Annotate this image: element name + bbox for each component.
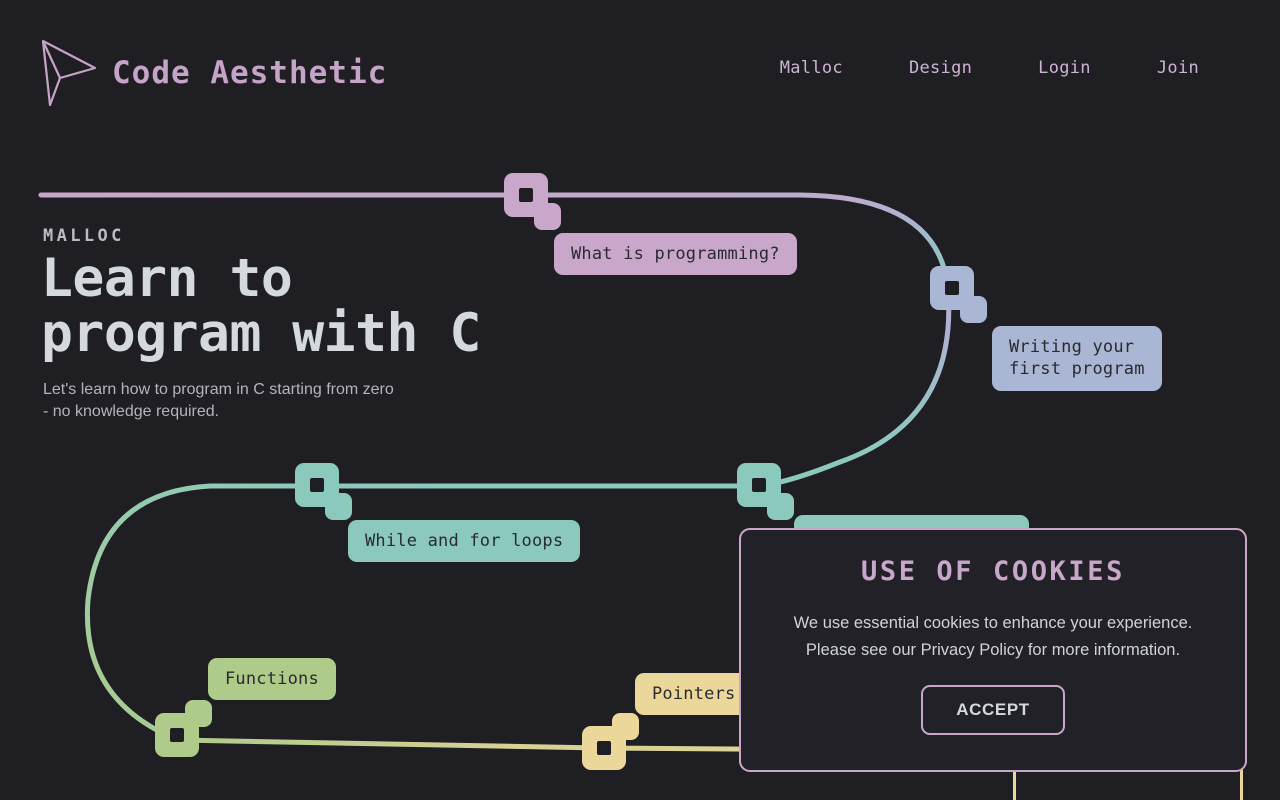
node-marker-hole-icon: [597, 741, 611, 755]
brand[interactable]: Code Aesthetic: [40, 38, 387, 108]
roadmap-label-functions[interactable]: Functions: [208, 658, 336, 701]
site-header: Code Aesthetic Malloc Design Login Join: [0, 0, 1280, 140]
node-marker-dot-icon: [325, 493, 352, 520]
hero-subtitle: Let's learn how to program in C starting…: [43, 381, 394, 421]
cookie-dialog-title: USE OF COOKIES: [861, 556, 1125, 587]
accept-cookies-button[interactable]: ACCEPT: [921, 685, 1065, 736]
main-nav: Malloc Design Login Join: [747, 54, 1232, 82]
hero-section: MALLOC Learn to program with C Let's lea…: [41, 226, 601, 423]
nav-item-design[interactable]: Design: [908, 58, 973, 78]
roadmap-label-loops[interactable]: While and for loops: [348, 520, 581, 563]
node-marker-dot-icon: [185, 700, 212, 727]
nav-item-malloc[interactable]: Malloc: [779, 58, 843, 78]
node-marker-dot-icon: [960, 296, 987, 323]
hero-eyebrow: MALLOC: [43, 226, 125, 246]
node-marker-hole-icon: [945, 281, 959, 295]
cookie-dialog: USE OF COOKIES We use essential cookies …: [739, 528, 1247, 772]
roadmap-label-pointers[interactable]: Pointers: [635, 673, 753, 716]
node-marker-hole-icon: [519, 188, 533, 202]
node-marker-hole-icon: [752, 478, 766, 492]
roadmap-label-first-program[interactable]: Writing your first program: [992, 326, 1162, 391]
node-marker-dot-icon: [767, 493, 794, 520]
cookie-dialog-body: We use essential cookies to enhance your…: [793, 614, 1193, 660]
node-marker-hole-icon: [310, 478, 324, 492]
node-marker-dot-icon: [534, 203, 561, 230]
node-marker-hole-icon: [170, 728, 184, 742]
roadmap-label-programming[interactable]: What is programming?: [554, 233, 797, 276]
node-marker-dot-icon: [612, 713, 639, 740]
page-title: Learn to program with C: [41, 248, 481, 364]
nav-item-join[interactable]: Join: [1156, 58, 1199, 78]
brand-name: Code Aesthetic: [112, 55, 388, 91]
nav-item-login[interactable]: Login: [1038, 58, 1091, 78]
paper-plane-icon: [41, 39, 97, 107]
